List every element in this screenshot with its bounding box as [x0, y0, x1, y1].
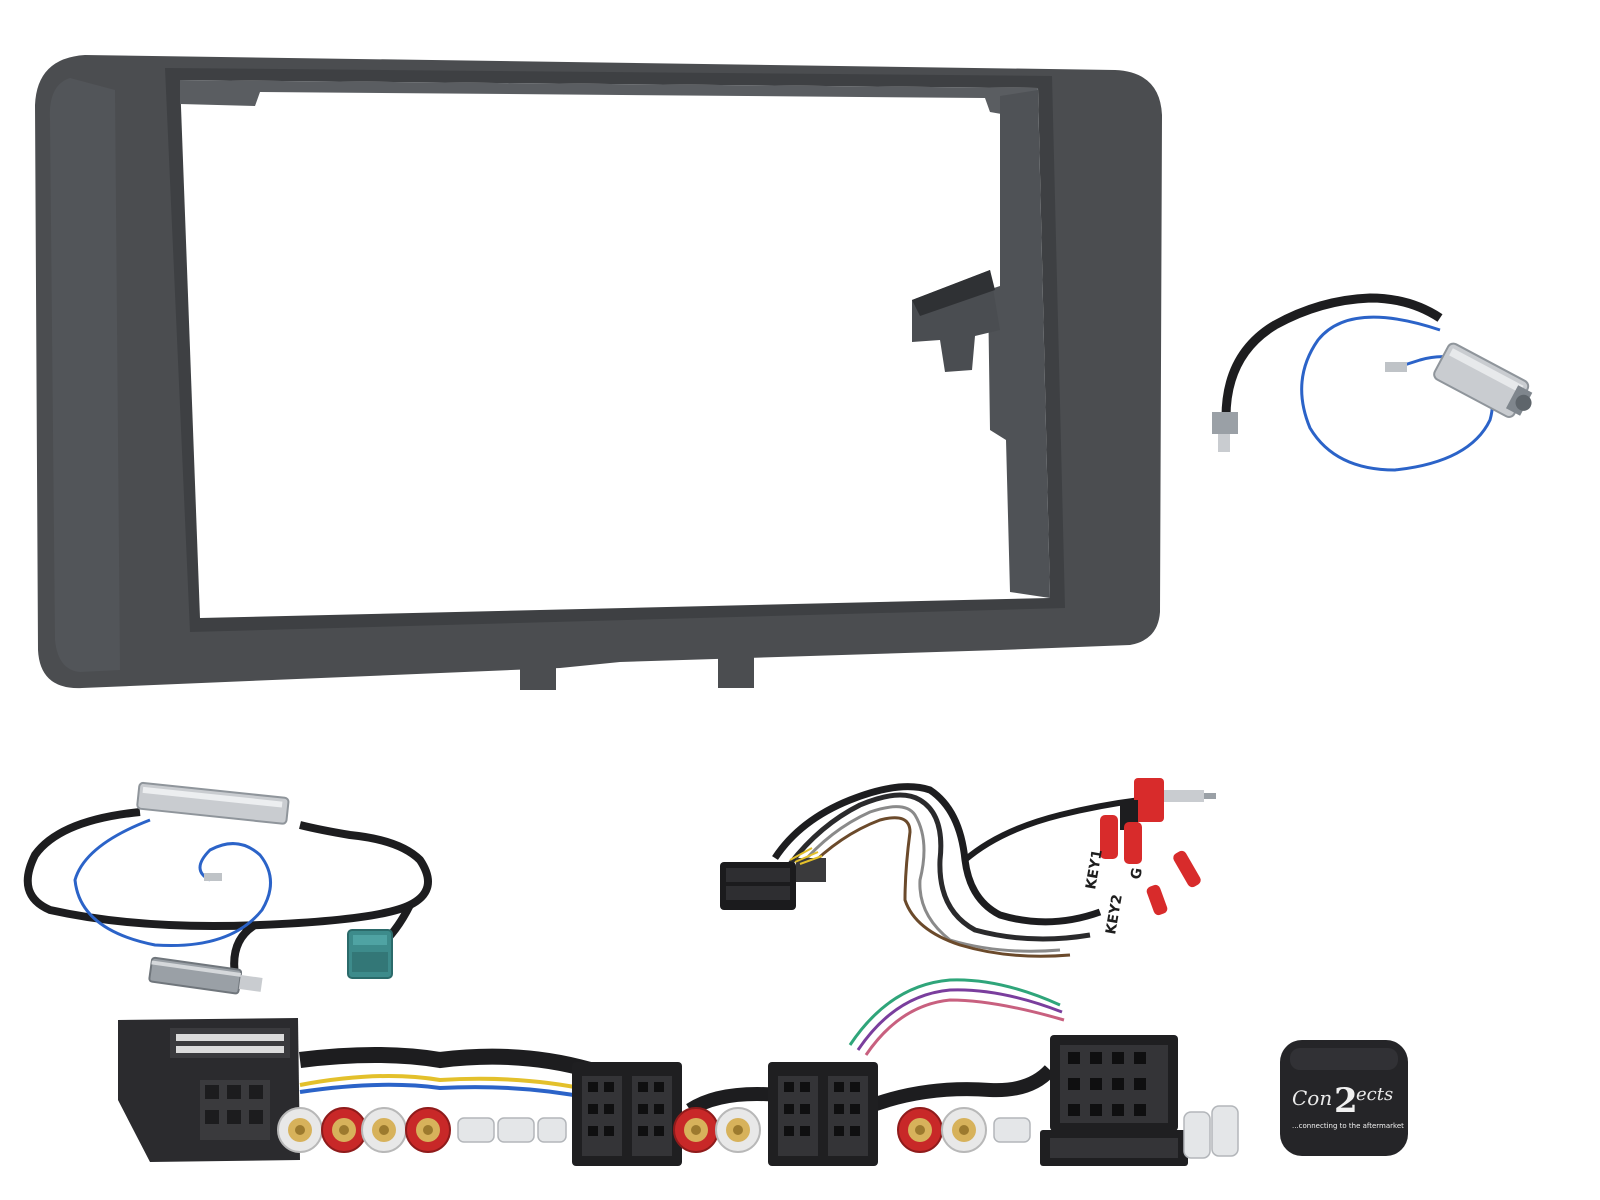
brand-name-right: ects	[1356, 1084, 1393, 1105]
lead-grey-wire	[798, 805, 1061, 953]
harness-bundle-coloured	[299, 1074, 591, 1092]
lead-35mm-jack	[1120, 778, 1216, 830]
clear-terminals	[457, 1105, 1239, 1159]
fakra-green-connector	[347, 929, 393, 979]
fascia-clip-shadow	[912, 270, 995, 316]
fascia-left-highlight	[49, 78, 121, 672]
lead-red-terminals	[1100, 815, 1201, 916]
ground-spade-terminal	[1385, 362, 1407, 372]
harness-bundle-right	[857, 1065, 1056, 1117]
rca-plug-white-1	[277, 1107, 323, 1153]
lead-color-wires	[789, 847, 823, 865]
label-gnd: G	[1128, 867, 1146, 881]
steering-control-lead: KEY1 KEY2 G	[720, 778, 1216, 958]
harness-purple-wire	[856, 988, 1063, 1051]
fascia-tab-right	[718, 652, 754, 688]
iso-connector-1	[572, 1062, 682, 1166]
din-plug-pin	[1218, 434, 1230, 452]
lead-main-cable-2	[788, 792, 1091, 942]
label-key2: KEY2	[1103, 893, 1126, 935]
fascia-top-bracket	[180, 80, 1038, 120]
fakra-ground-spade	[204, 873, 222, 881]
rca-plugs	[277, 1107, 987, 1153]
aerial-adapter-din	[1212, 293, 1533, 472]
quadlock-connector	[118, 1018, 300, 1162]
brand-tagline: ...connecting to the aftermarket	[1292, 1122, 1404, 1130]
din-male-plug	[148, 956, 263, 995]
iso-connector-2	[768, 1062, 878, 1166]
fakra-blue-wire	[73, 818, 272, 948]
din-plug-body	[1212, 412, 1238, 434]
steering-interface-box: Con 2 ects ...connecting to the aftermar…	[1280, 1040, 1408, 1156]
iso-harness	[118, 978, 1239, 1166]
lead-red-cable-top	[963, 797, 1141, 863]
rca-plug-white-3	[715, 1107, 761, 1153]
rca-plug-red-2	[405, 1107, 451, 1153]
harness-bundle-blue	[299, 1082, 591, 1100]
rca-plug-white-4	[941, 1107, 987, 1153]
brand-name-left: Con	[1292, 1086, 1332, 1110]
brand-number: 2	[1334, 1081, 1358, 1121]
rca-plug-red-3	[673, 1107, 719, 1153]
lead-main-cable-1	[772, 783, 1102, 926]
harness-pink-wire	[864, 998, 1065, 1056]
harness-green-wire	[848, 978, 1061, 1046]
rca-plug-red-1	[321, 1107, 367, 1153]
fascia-tab-left	[520, 656, 556, 690]
double-din-fascia-panel	[35, 55, 1162, 690]
lead-brown-wire	[804, 816, 1071, 958]
rca-plug-white-2	[361, 1107, 407, 1153]
harness-bundle-left	[299, 1047, 593, 1078]
fakra-black-cable	[23, 808, 432, 930]
rca-plug-red-4	[897, 1107, 943, 1153]
aerial-adapter-fakra	[23, 781, 432, 995]
din-socket	[1433, 342, 1533, 418]
fascia-right-wall	[988, 90, 1050, 598]
lead-12pin-connector	[720, 858, 826, 910]
fakra-barrel	[136, 781, 290, 825]
black-aerial-cable	[1221, 293, 1443, 421]
fascia-opening	[180, 80, 1050, 618]
iso-connector-3	[1040, 1035, 1188, 1166]
label-key1: KEY1	[1083, 848, 1106, 890]
